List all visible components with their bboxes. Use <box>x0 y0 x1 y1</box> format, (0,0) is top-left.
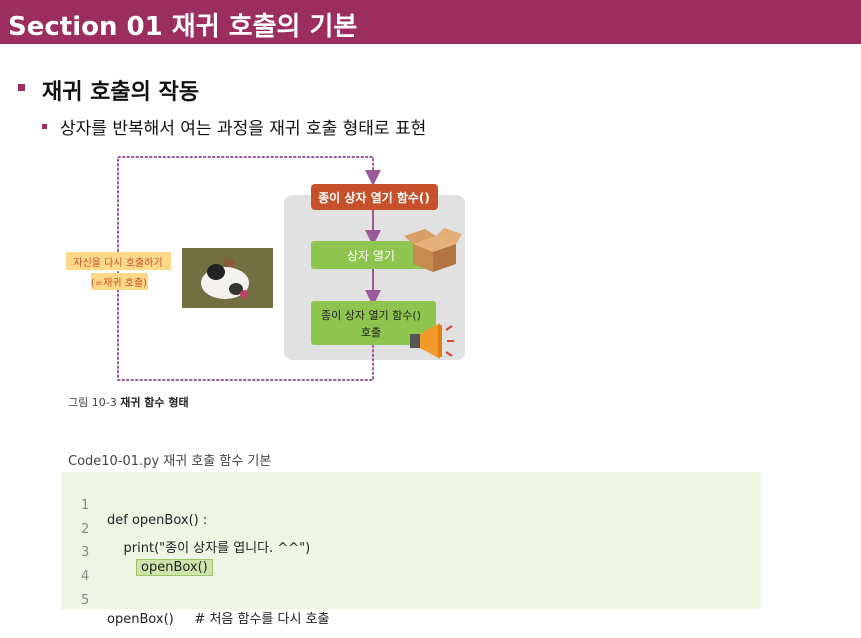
code-block: 1 def openBox() : 2 print("종이 상자를 엽니다. ^… <box>61 472 761 627</box>
side-label-line1: 자신을 다시 호출하기 <box>73 256 162 269</box>
line-number: 4 <box>81 569 90 584</box>
code-line: 5 openBox() # 처음 함수를 다시 호출 <box>61 578 329 627</box>
caption-prefix: 그림 10-3 <box>68 396 117 409</box>
section-subheading: 상자를 반복해서 여는 과정을 재귀 호출 형태로 표현 <box>60 119 427 139</box>
code-line: 3 openBox() <box>61 530 213 576</box>
side-label-bg2 <box>91 273 148 290</box>
side-label-line2: (=재귀 호출) <box>91 277 147 289</box>
caption-bold: 재귀 함수 형태 <box>120 396 189 409</box>
label-top-box: 종이 상자 열기 함수() <box>318 190 430 205</box>
code-text-highlighted: openBox() <box>136 559 213 576</box>
line-number: 2 <box>81 522 90 537</box>
box-open-box <box>311 241 436 269</box>
code-line: 4 <box>61 554 89 584</box>
cardboard-box-icon <box>404 228 462 272</box>
side-label-bg1 <box>66 252 171 270</box>
recursion-diagram: 종이 상자 열기 함수() 상자 열기 종이 상자 열기 함수() 호출 자신을… <box>66 156 465 381</box>
code-line: 1 def openBox() : <box>61 483 207 528</box>
box-open-paper-box-function <box>311 184 438 210</box>
section-heading: 재귀 호출의 작동 <box>42 80 199 105</box>
label-middle-box: 상자 열기 <box>347 249 395 263</box>
line-number: 5 <box>81 593 90 608</box>
code-text: openBox() # 처음 함수를 다시 호출 <box>107 612 330 627</box>
dog-photo <box>182 248 273 308</box>
code-title: Code10-01.py 재귀 호출 함수 기본 <box>68 454 272 469</box>
box-call-function <box>311 301 436 345</box>
code-line: 2 print("종이 상자를 엽니다. ^^") <box>61 507 310 556</box>
label-bottom-box-line1: 종이 상자 열기 함수() <box>321 309 421 322</box>
slide-title: Section 01 재귀 호출의 기본 <box>8 12 358 42</box>
code-text: def openBox() : <box>107 513 208 528</box>
line-number: 3 <box>81 545 90 560</box>
bullet-square-icon <box>18 84 25 91</box>
slide-header: Section 01 재귀 호출의 기본 <box>0 0 861 44</box>
megaphone-icon <box>410 323 454 359</box>
figure-caption: 그림 10-3 재귀 함수 형태 <box>68 394 189 410</box>
code-text: print("종이 상자를 엽니다. ^^") <box>107 541 311 556</box>
bullet-small-icon <box>42 124 47 129</box>
label-bottom-box-line2: 호출 <box>361 326 381 339</box>
line-number: 1 <box>81 498 90 513</box>
